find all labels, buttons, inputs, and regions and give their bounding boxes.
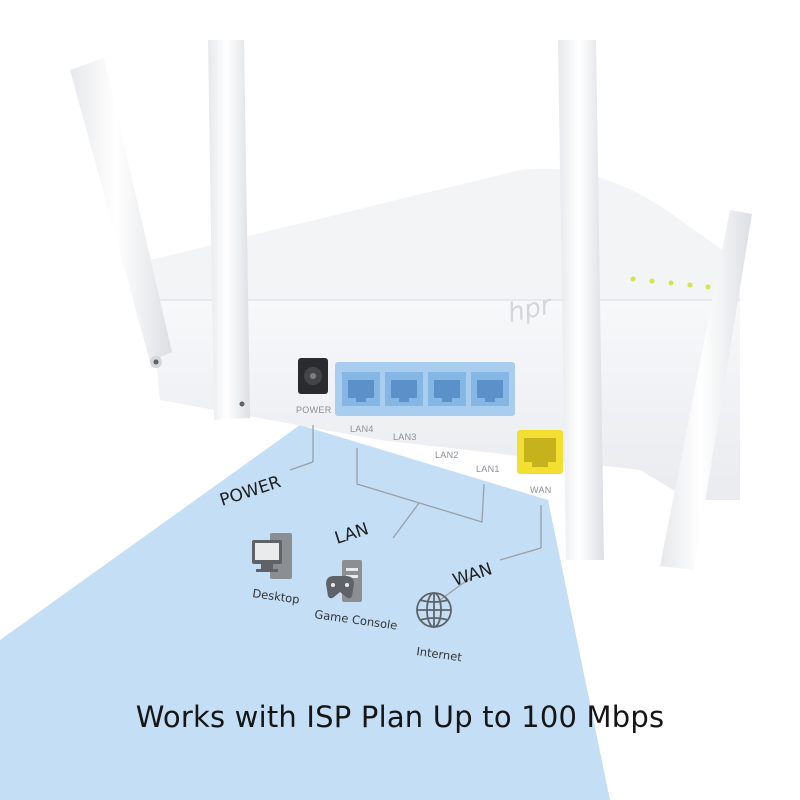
game-console-icon [326,560,362,602]
globe-icon [416,592,452,628]
desktop-icon [252,533,292,579]
connection-beam [0,425,610,800]
lan3-port-label: LAN3 [393,432,417,442]
antenna-right-outer [660,210,752,570]
internet-label: Internet [416,644,464,664]
lan-port-3 [385,372,423,406]
wan-port [517,430,563,474]
connection-lines [289,425,542,601]
antenna-right-inner [558,40,604,560]
lan-port-4 [342,372,380,406]
power-port-label: POWER [296,405,332,415]
headline: Works with ISP Plan Up to 100 Mbps [135,700,665,734]
antenna-left-inner [208,40,250,420]
antenna-left-outer [70,58,172,368]
lan-port-2 [428,372,466,406]
lan-port-1 [471,372,509,406]
lan1-port-label: LAN1 [476,464,500,474]
desktop-label: Desktop [252,586,301,606]
status-leds [630,276,711,290]
power-jack [298,358,328,394]
lan2-port-label: LAN2 [435,450,459,460]
lan4-port-label: LAN4 [350,424,374,434]
wan-port-label: WAN [530,485,552,495]
